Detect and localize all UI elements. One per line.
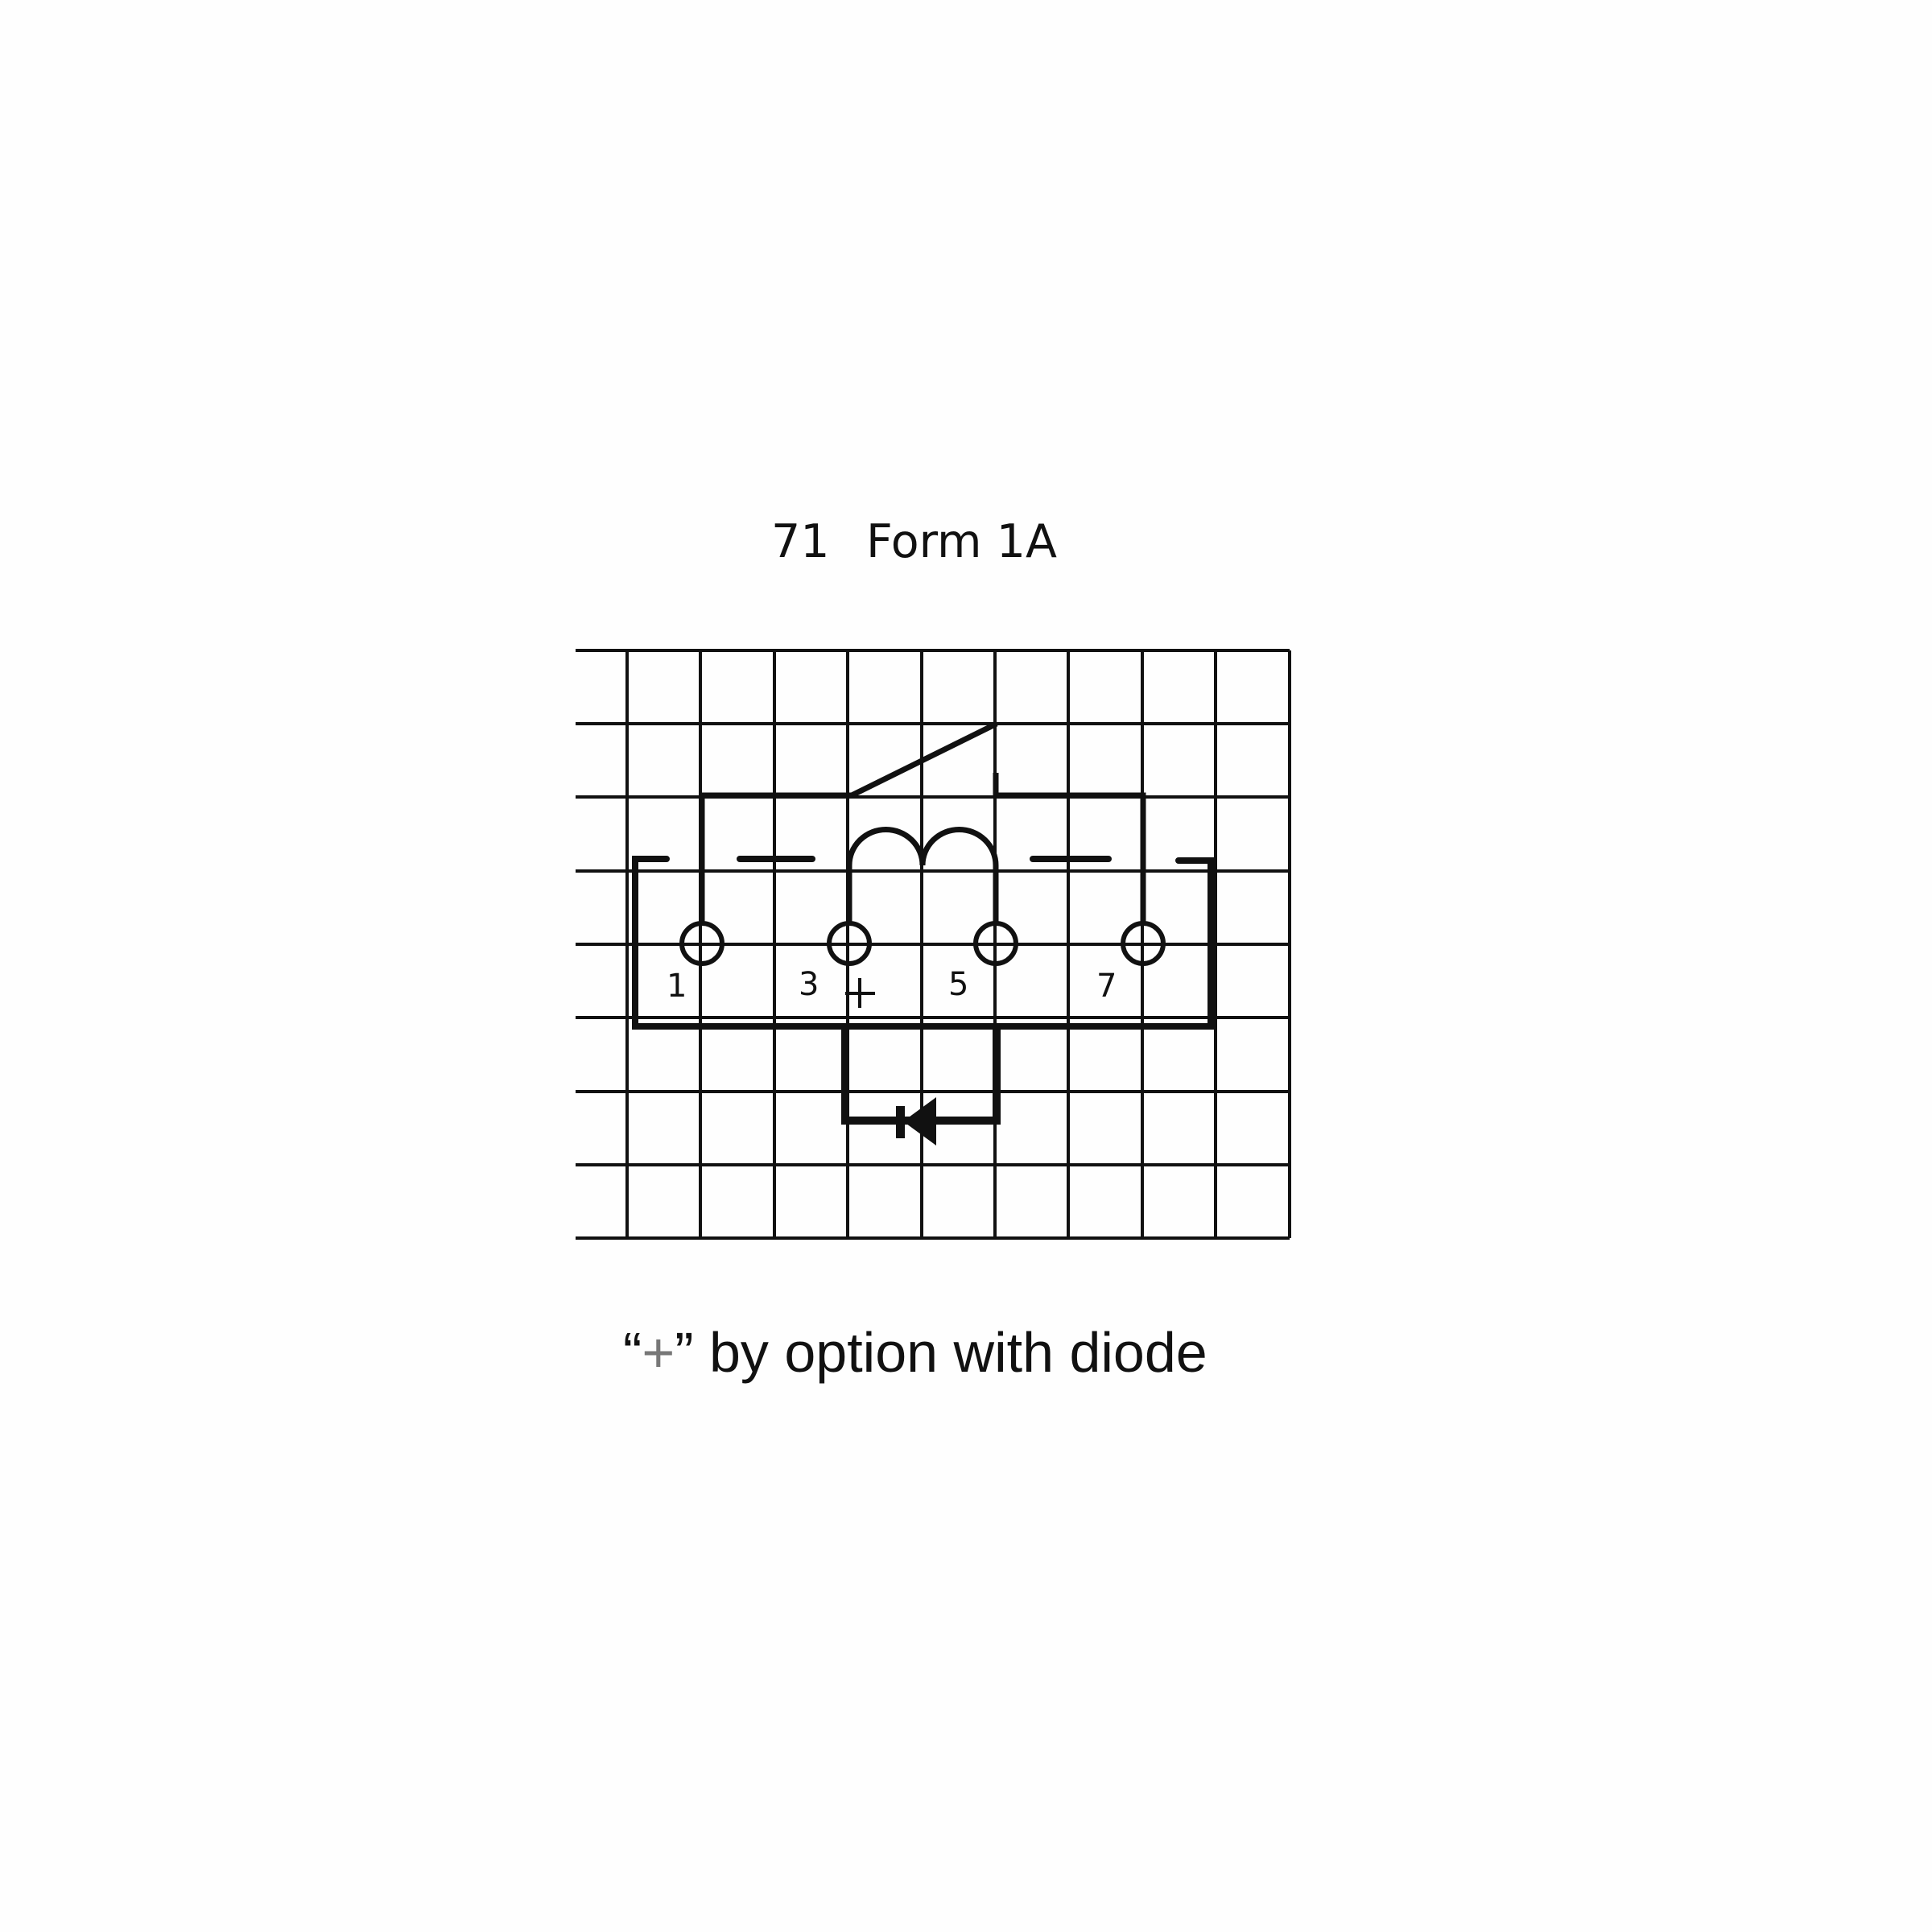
coil-symbol (846, 827, 999, 922)
diode-icon (896, 1097, 936, 1146)
polarity-plus-icon (845, 978, 875, 1008)
terminal-label-7: 7 (1096, 968, 1117, 1005)
caption-text: by option with diode (693, 1321, 1208, 1384)
terminal-3-icon (827, 921, 872, 966)
grid (576, 649, 1291, 1240)
terminals (679, 921, 1166, 966)
normally-open-contact (699, 720, 1146, 922)
terminal-label-1: 1 (667, 968, 687, 1005)
terminal-label-5: 5 (948, 966, 968, 1003)
close-quote: ” (675, 1321, 694, 1384)
open-quote: “ (623, 1321, 642, 1384)
relay-number: 71 (771, 515, 830, 568)
terminal-5-icon (973, 921, 1018, 966)
form-label: Form 1A (866, 515, 1057, 568)
terminal-1-icon (679, 921, 724, 966)
relay-body-outline (632, 856, 1214, 1030)
terminal-7-icon (1121, 921, 1166, 966)
diagram-title: 71 Form 1A (771, 515, 1057, 568)
caption-plus-sign: + (642, 1321, 675, 1384)
diode-option-caption: “+” by option with diode (623, 1320, 1208, 1385)
terminal-label-3: 3 (799, 966, 819, 1003)
